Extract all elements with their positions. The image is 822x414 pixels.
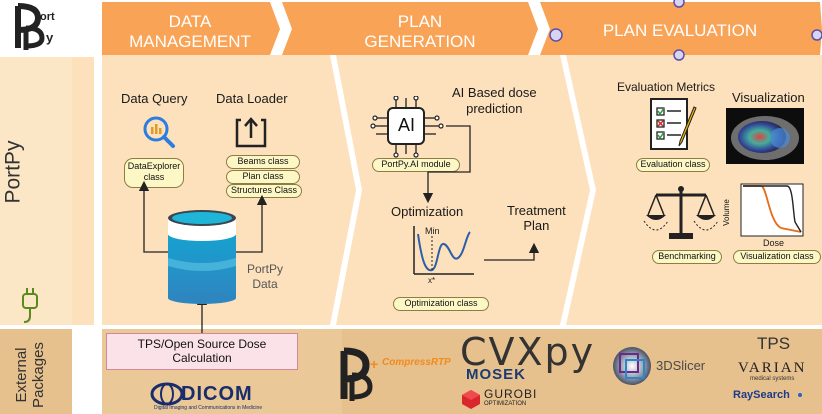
svg-text:ort: ort bbox=[40, 11, 55, 23]
cvxpy-logo-text: CVXpy bbox=[460, 330, 596, 374]
plug-icon bbox=[22, 288, 38, 323]
upload-tray-icon bbox=[235, 117, 267, 148]
magnifier-chart-icon bbox=[143, 116, 175, 148]
gurobi-logo-text: GUROBI bbox=[484, 387, 538, 401]
evaluation-metrics-title: Evaluation Metrics bbox=[617, 80, 716, 94]
min-label: Min bbox=[425, 226, 440, 236]
ai-chip-icon bbox=[370, 96, 444, 158]
header-data-management: DATA MANAGEMENT bbox=[129, 12, 251, 51]
sidebar-portpy-label-wrap: PortPy bbox=[1, 120, 60, 220]
3dslicer-logo-icon bbox=[613, 347, 651, 385]
visualization-title: Visualization bbox=[732, 90, 805, 105]
portpy-data-label: PortPy Data bbox=[247, 262, 284, 291]
3dslicer-logo-text: 3DSlicer bbox=[656, 358, 706, 373]
x-star-label: x* bbox=[428, 276, 436, 285]
dicom-logo-text: DICOM bbox=[181, 383, 253, 405]
portpy-logo-icon: ort y bbox=[15, 3, 55, 50]
beams-class-pill: Beams class bbox=[226, 155, 300, 169]
optimization-title: Optimization bbox=[391, 204, 464, 219]
header-arrow-plan-generation bbox=[282, 2, 538, 55]
tps-dose-calculation-box: TPS/Open Source Dose Calculation bbox=[106, 333, 298, 370]
dataexplorer-class-pill: DataExplorer class bbox=[124, 158, 184, 188]
raysearch-logo-text: RaySearch bbox=[733, 389, 790, 401]
data-flow-connectors bbox=[138, 180, 268, 334]
sidebar-external-bg bbox=[0, 329, 72, 414]
optimization-curve-icon bbox=[413, 226, 474, 275]
visualization-class-pill: Visualization class bbox=[733, 250, 821, 264]
optimization-class-pill: Optimization class bbox=[393, 297, 489, 311]
mosek-logo-text: MOSEK bbox=[466, 366, 527, 383]
ai-dose-prediction-title: AI Based dose prediction bbox=[452, 85, 537, 116]
evaluation-class-pill: Evaluation class bbox=[636, 158, 710, 172]
gurobi-logo-sub: OPTIMIZATION bbox=[484, 401, 527, 407]
dicom-logo-icon bbox=[150, 382, 184, 406]
data-query-title: Data Query bbox=[121, 91, 188, 106]
sidebar-portpy-bg bbox=[0, 57, 72, 325]
handle-dot-icon bbox=[673, 49, 685, 61]
varian-logo-sub: medical systems bbox=[750, 376, 795, 382]
compressrtp-logo-text: CompressRTP bbox=[382, 357, 451, 368]
compressrtp-logo-icon bbox=[340, 347, 373, 401]
balance-scale-icon bbox=[643, 186, 719, 239]
raysearch-dot-icon bbox=[798, 393, 802, 397]
dvh-volume-label: Volume bbox=[721, 199, 731, 226]
dicom-caption: Digital Imaging and Communications in Me… bbox=[154, 405, 263, 411]
checklist-icon bbox=[650, 98, 697, 150]
header-plan-generation: PLAN GENERATION bbox=[364, 12, 476, 51]
svg-text:y: y bbox=[46, 30, 54, 45]
plan-class-pill: Plan class bbox=[226, 170, 300, 184]
dvh-volume-wrap: Volume bbox=[722, 199, 743, 226]
dvh-chart-icon bbox=[740, 183, 804, 237]
sidebar-external-label: External Packages bbox=[13, 342, 47, 408]
handle-dot-icon bbox=[549, 28, 563, 42]
plan-flow-connectors bbox=[422, 125, 540, 261]
ai-chip-label: AI bbox=[398, 115, 416, 135]
portpy-ai-module-pill: PortPy.AI module bbox=[372, 158, 460, 172]
handle-dot-icon bbox=[673, 0, 685, 8]
sidebar-portpy-label: PortPy bbox=[1, 140, 25, 204]
data-loader-title: Data Loader bbox=[216, 91, 288, 106]
compressrtp-plus-icon: + bbox=[370, 356, 379, 372]
header-arrow-data-management bbox=[102, 2, 280, 55]
varian-logo-text: VARIAN bbox=[738, 360, 807, 376]
benchmarking-pill: Benchmarking bbox=[652, 250, 722, 264]
sidebar-external-label-wrap: External Packages bbox=[4, 334, 66, 414]
dvh-dose-label: Dose bbox=[763, 238, 785, 248]
ct-dose-image-icon bbox=[726, 108, 804, 164]
header-plan-evaluation: PLAN EVALUATION bbox=[602, 21, 758, 40]
tps-label: TPS bbox=[757, 334, 791, 353]
gurobi-cube-icon bbox=[462, 390, 480, 409]
header-arrow-plan-evaluation bbox=[540, 2, 822, 55]
handle-dot-icon bbox=[811, 29, 822, 41]
treatment-plan-title: Treatment Plan bbox=[507, 203, 566, 233]
